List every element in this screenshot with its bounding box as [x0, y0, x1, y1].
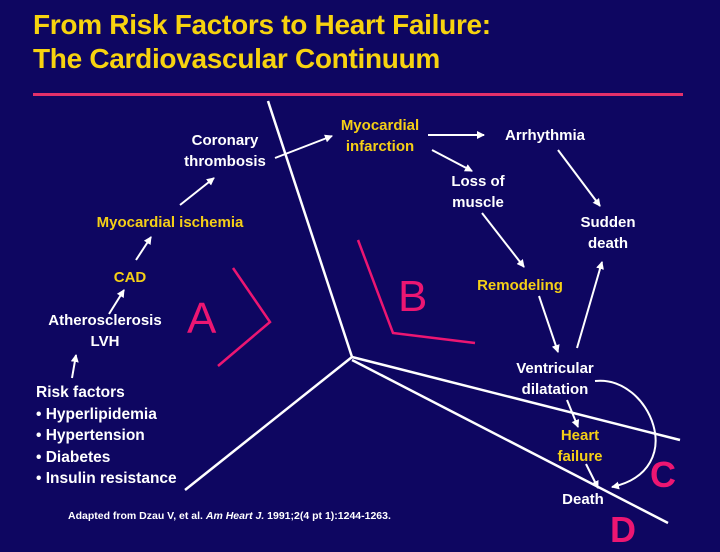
node-sudden-death: Sudden death	[580, 214, 636, 252]
node-death: Death	[562, 491, 604, 508]
segment-label-b: B	[398, 272, 428, 321]
risk-factor-item: • Hypertension	[36, 427, 145, 444]
node-coronary-thrombosis: Coronary thrombosis	[184, 132, 266, 170]
flow-arrows	[70, 131, 657, 490]
node-arrhythmia: Arrhythmia	[504, 127, 586, 144]
segment-label-d: D	[610, 509, 636, 550]
risk-factors-list: Risk factors • Hyperlipidemia • Hyperten…	[36, 382, 177, 490]
node-atherosclerosis-lvh: Atherosclerosis LVH	[48, 312, 162, 350]
node-cad: CAD	[113, 269, 147, 286]
continuum-dividers	[184, 100, 681, 525]
segment-label-c: C	[650, 454, 676, 495]
title-line-2: The Cardiovascular Continuum	[33, 43, 440, 74]
citation-journal: Am Heart J.	[205, 510, 265, 522]
diagram-lines	[70, 100, 681, 525]
node-myocardial-infarction: Myocardial infarction	[340, 117, 420, 155]
title-line-1: From Risk Factors to Heart Failure:	[33, 9, 491, 40]
title-underline	[33, 93, 683, 96]
node-ventricular-dilatation: Ventricular dilatation	[516, 360, 594, 398]
node-heart-failure: Heart failure	[557, 427, 603, 465]
risk-factor-item: • Insulin resistance	[36, 470, 177, 487]
node-loss-of-muscle: Loss of muscle	[451, 173, 505, 211]
node-myocardial-ischemia: Myocardial ischemia	[96, 214, 244, 231]
slide-title: From Risk Factors to Heart Failure: The …	[33, 8, 491, 76]
risk-factor-item: • Hyperlipidemia	[36, 405, 157, 423]
node-remodeling: Remodeling	[477, 277, 563, 294]
citation: Adapted from Dzau V, et al. Am Heart J. …	[68, 510, 391, 522]
risk-factors-heading: Risk factors	[36, 384, 125, 401]
risk-factor-item: • Diabetes	[36, 448, 111, 466]
segment-brackets	[217, 239, 476, 367]
segment-label-a: A	[187, 294, 217, 343]
